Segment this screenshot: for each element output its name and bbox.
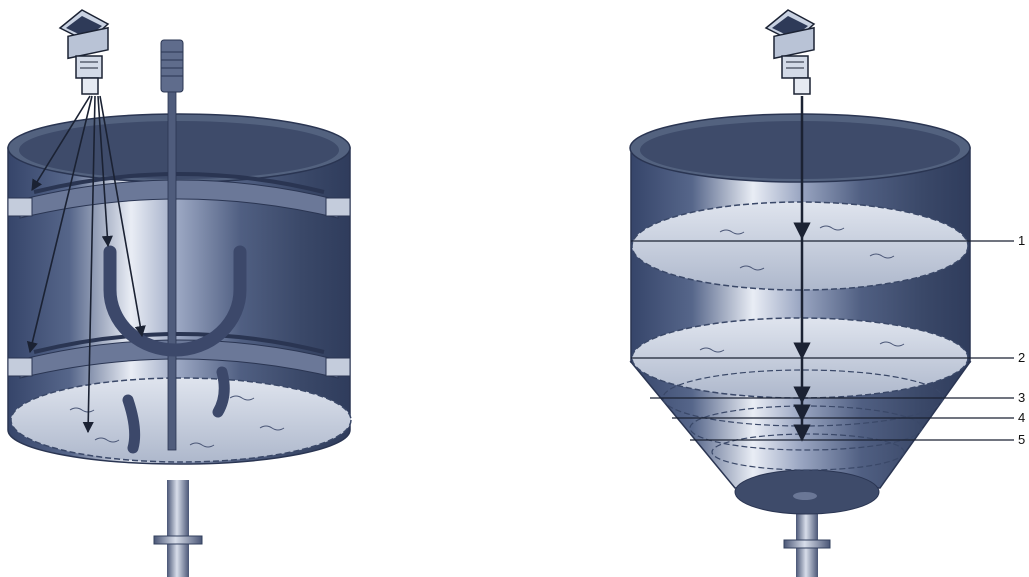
outlet-pipe-left <box>153 480 203 577</box>
liquid-surface-left <box>10 377 352 463</box>
u-shaped-agitator <box>103 245 247 357</box>
level-surface-1 <box>631 201 969 291</box>
level-label-5: 5 <box>1018 432 1025 447</box>
right-vessel: 1 2 3 4 5 <box>629 9 1025 577</box>
outlet-pipe-right <box>783 500 831 577</box>
agitator-blades <box>122 366 230 454</box>
signal-paths-left <box>26 95 146 434</box>
level-label-4: 4 <box>1018 410 1025 425</box>
level-labels: 1 2 3 4 5 <box>1018 233 1025 447</box>
baffle-ring-upper <box>7 172 351 219</box>
left-vessel <box>7 9 352 577</box>
level-lines <box>631 240 1014 441</box>
radar-sensor-icon <box>764 9 816 95</box>
baffle-ring-lower <box>7 332 351 379</box>
outlet-opening <box>734 469 880 515</box>
level-label-2: 2 <box>1018 350 1025 365</box>
radar-sensor-icon <box>58 9 110 95</box>
agitator-shaft <box>160 39 184 451</box>
level-label-3: 3 <box>1018 390 1025 405</box>
level-label-1: 1 <box>1018 233 1025 248</box>
